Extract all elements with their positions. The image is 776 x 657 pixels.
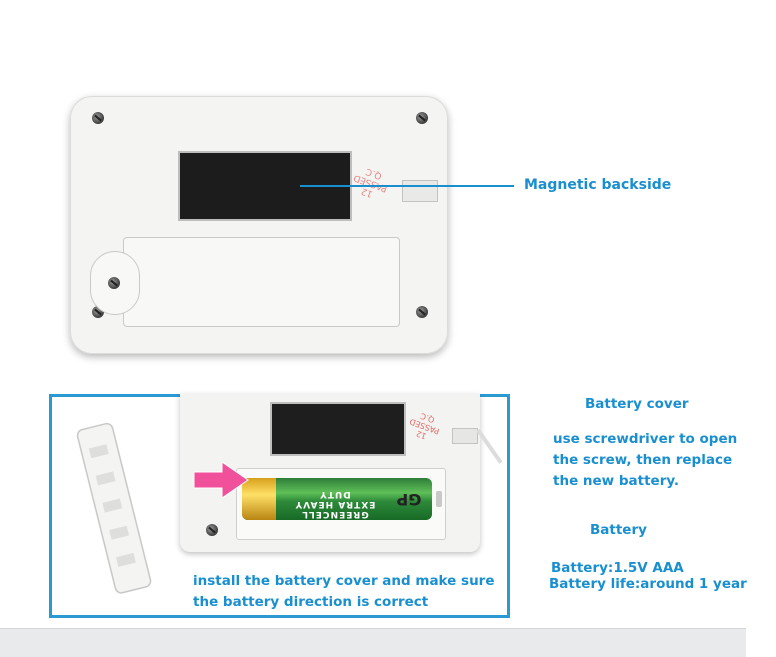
install-note: install the battery cover and make sure … bbox=[193, 571, 495, 613]
battery-brand: GP bbox=[396, 490, 422, 509]
instruction-line: the screw, then replace bbox=[553, 452, 733, 468]
callout-leader-line bbox=[300, 185, 514, 187]
instruction-line: the new battery. bbox=[553, 473, 680, 489]
battery-band bbox=[242, 478, 276, 520]
instruction-line: use screwdriver to open bbox=[553, 431, 738, 447]
battery-life: Battery life:around 1 year bbox=[549, 576, 747, 592]
screw-icon bbox=[92, 112, 104, 124]
screw-icon bbox=[416, 112, 428, 124]
battery-title: Battery bbox=[590, 522, 647, 538]
battery-cover bbox=[123, 237, 400, 327]
install-note-line: install the battery cover and make sure bbox=[193, 573, 495, 589]
magnetic-backside-label: Magnetic backside bbox=[524, 177, 672, 193]
screw-icon bbox=[108, 277, 120, 289]
battery-spec: Battery:1.5V AAA bbox=[551, 560, 684, 576]
install-note-line: the battery direction is correct bbox=[193, 594, 429, 610]
probe-jack bbox=[402, 180, 438, 202]
battery-terminal bbox=[436, 491, 442, 507]
magnet-panel bbox=[270, 402, 406, 456]
battery-cover-tab bbox=[90, 251, 140, 315]
footer-bar bbox=[0, 628, 746, 657]
removed-battery-cover bbox=[76, 422, 152, 594]
arrow-right-icon bbox=[193, 462, 249, 498]
screw-icon bbox=[416, 306, 428, 318]
screw-icon bbox=[206, 524, 218, 536]
probe-jack bbox=[452, 428, 478, 444]
battery-cover-title: Battery cover bbox=[585, 396, 689, 412]
battery-cover-instructions: use screwdriver to open the screw, then … bbox=[553, 429, 737, 492]
